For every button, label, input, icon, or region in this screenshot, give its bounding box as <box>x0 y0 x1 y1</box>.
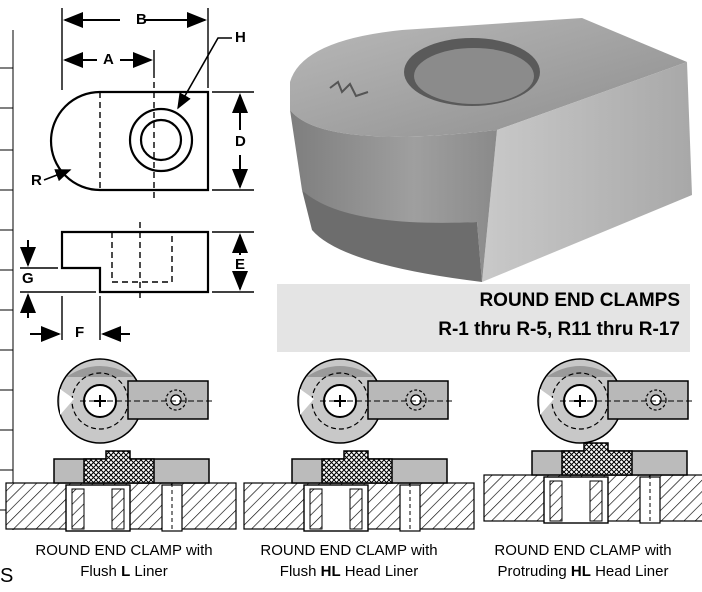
dim-label-r: R <box>31 172 42 189</box>
clamp-photo <box>290 18 692 282</box>
dim-label-e: E <box>235 256 246 273</box>
dim-label-b: B <box>136 11 147 28</box>
title-line-2: R-1 thru R-5, R11 thru R-17 <box>438 319 680 340</box>
dim-label-g: G <box>22 270 34 287</box>
dimension-drawing <box>20 8 254 342</box>
caption-flush-l-liner: ROUND END CLAMP with Flush L Liner <box>10 540 238 582</box>
edge-fragment-text: S <box>0 565 14 587</box>
caption-3-line-1: ROUND END CLAMP with <box>494 542 672 559</box>
caption-protruding-hl-head-liner: ROUND END CLAMP with Protruding HL Head … <box>470 540 696 582</box>
dim-label-h: H <box>235 29 246 46</box>
caption-2-line-2: Flush HL Head Liner <box>279 563 419 580</box>
caption-2-line-1: ROUND END CLAMP with <box>260 542 438 559</box>
title-panel: ROUND END CLAMPS R-1 thru R-5, R11 thru … <box>277 284 690 352</box>
dim-label-f: F <box>75 324 85 341</box>
caption-flush-hl-head-liner: ROUND END CLAMP with Flush HL Head Liner <box>238 540 460 582</box>
title-line-1: ROUND END CLAMPS <box>479 290 680 311</box>
dim-label-d: D <box>235 133 246 150</box>
caption-3-line-2: Protruding HL Head Liner <box>497 563 669 580</box>
dim-label-a: A <box>103 51 114 68</box>
caption-1-line-1: ROUND END CLAMP with <box>35 542 213 559</box>
caption-1-line-2: Flush L Liner <box>80 563 168 580</box>
installation-diagrams <box>5 358 702 532</box>
